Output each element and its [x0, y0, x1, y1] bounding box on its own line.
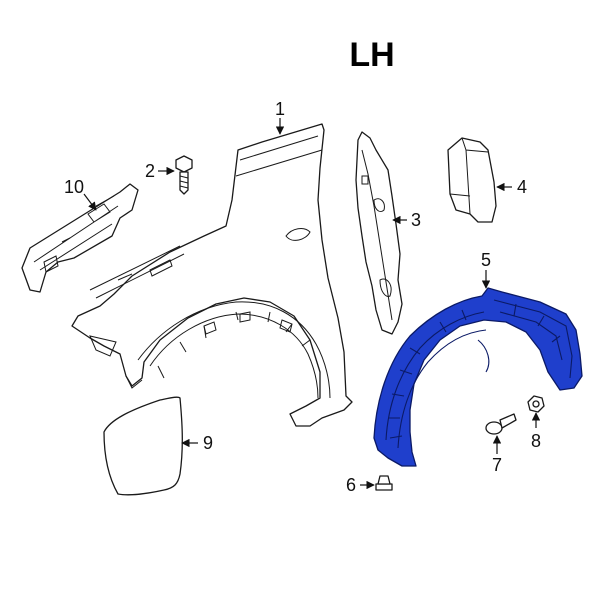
fender-support-bracket-part [21, 183, 139, 293]
bracket-part [447, 137, 497, 223]
callout-4: 4 [517, 177, 527, 197]
side-label: LH [349, 36, 394, 74]
callout-3: 3 [411, 210, 421, 230]
callout-7: 7 [492, 455, 502, 475]
liner-screw-part [485, 413, 517, 435]
callout-8: 8 [531, 431, 541, 451]
callout-10: 10 [64, 177, 84, 197]
callout-9: 9 [203, 433, 213, 453]
bolt-part [175, 155, 193, 195]
fender-liner-part [373, 287, 583, 467]
callout-5: 5 [481, 250, 491, 270]
retainer-nut-part [527, 395, 545, 413]
callout-6: 6 [346, 475, 356, 495]
fender-insulator-part [355, 131, 403, 335]
leader-lines [83, 118, 541, 490]
liner-clip-part [375, 475, 393, 491]
fuel-door-part [103, 396, 183, 496]
callout-2: 2 [145, 161, 155, 181]
callout-1: 1 [275, 99, 285, 119]
fender-part [71, 123, 353, 427]
